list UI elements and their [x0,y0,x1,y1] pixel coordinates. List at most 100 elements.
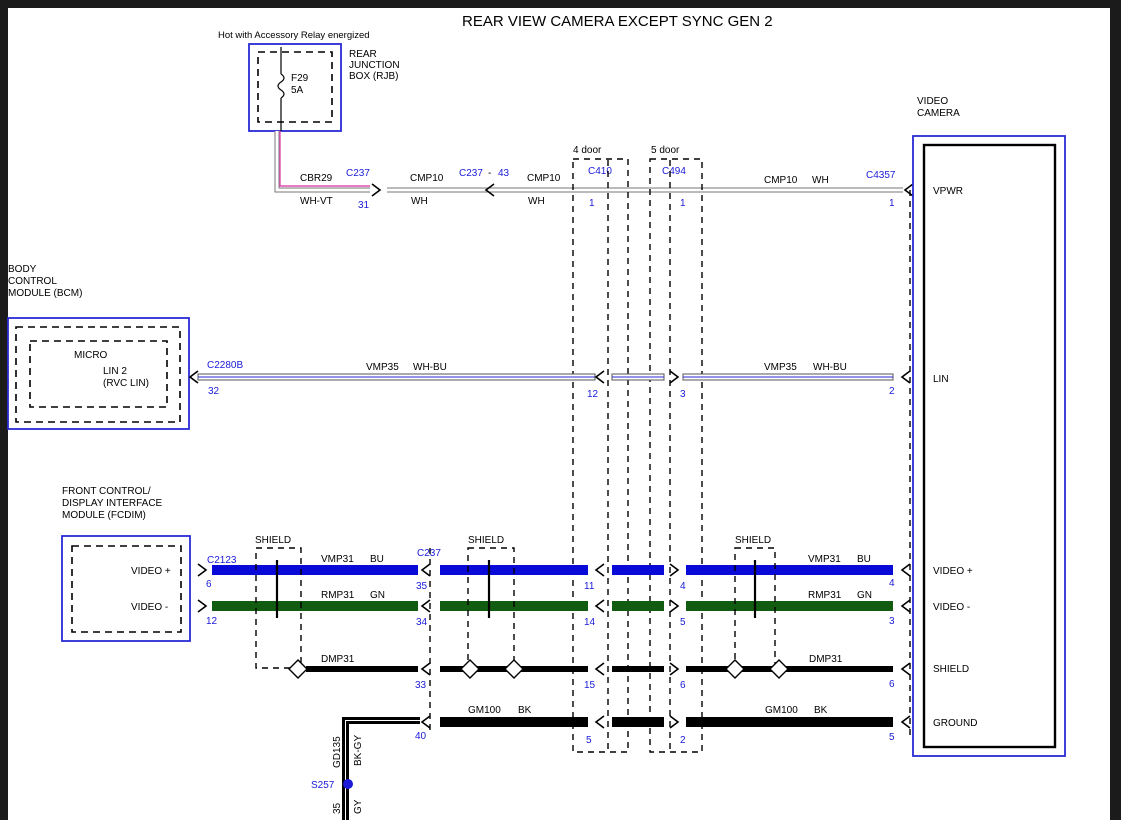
label-cmp10-b: CMP10 [527,173,561,184]
fcdim-pin-video-minus: VIDEO - [131,602,168,613]
label-4-door: 4 door [573,145,602,156]
label-cmp10-c: CMP10 [764,175,798,186]
label-bk-a: BK [518,705,532,716]
shield-label-2: SHIELD [468,535,504,546]
bcm-module [7,317,190,430]
label-pin5-door: 5 [680,617,686,628]
lin-connector-arrows [188,370,911,384]
label-pin31: 31 [358,200,370,211]
label-pin35: 35 [416,581,428,592]
label-pin12-lin: 12 [587,389,599,400]
fcdim-name-line1: FRONT CONTROL/ [62,486,151,497]
label-5-door: 5 door [651,145,680,156]
fcdim-pin-video-plus: VIDEO + [131,566,171,577]
label-dmp31-b: DMP31 [809,654,843,665]
power-wire [274,131,903,193]
rjb-name-line1: REAR [349,49,377,60]
page-sheet [8,8,1110,820]
label-pin43: 43 [498,168,510,179]
label-gm100-b: GM100 [765,705,798,716]
rjb-note: Hot with Accessory Relay energized [218,30,370,41]
camera-name-line1: VIDEO [917,96,948,107]
label-c410: C410 [588,166,612,177]
label-gn-a: GN [370,590,385,601]
label-c494: C494 [662,166,686,177]
label-pin4-cam: 4 [889,578,895,589]
shield-connector-arrows [420,662,911,676]
bcm-micro-label: MICRO [74,350,108,361]
rjb-name-line2: JUNCTION [349,60,400,71]
label-c4357: C4357 [866,170,896,181]
label-c4357-pin: 1 [889,198,895,209]
video-plus-wire [212,565,893,575]
label-bk-gy: BK-GY [353,735,364,766]
label-bk-gy-cut: GY [353,799,364,814]
label-dmp31-a: DMP31 [321,654,355,665]
label-pin5-ground-door: 5 [586,735,592,746]
bcm-pin-lin2: LIN 2 [103,366,127,377]
bcm-name-line1: BODY [8,264,37,275]
camera-module [909,135,1066,757]
label-bu-a: BU [370,554,384,565]
ground-connector-arrows [420,715,911,729]
fuse-rating: 5A [291,85,304,96]
label-c410-pin: 1 [589,198,595,209]
label-c237-43: C237 [459,168,483,179]
shield-label-3: SHIELD [735,535,771,546]
lin-wire [197,373,894,381]
door-connector-boxes [572,158,703,753]
label-pin6-fcdim: 6 [206,579,212,590]
label-whbu-a: WH-BU [413,362,447,373]
label-pin33: 33 [415,680,427,691]
label-vmp31-a: VMP31 [321,554,354,565]
label-whbu-b: WH-BU [813,362,847,373]
label-c2280b: C2280B [207,360,243,371]
bcm-name-line3: MODULE (BCM) [8,288,82,299]
label-wh-b: WH [528,196,545,207]
label-pin2-ground-door: 2 [680,735,686,746]
label-pin32: 32 [208,386,220,397]
label-bk-b: BK [814,705,828,716]
label-wh-vt: WH-VT [300,196,333,207]
shield-drain-diamonds [288,659,789,679]
ground-wire-core [345,720,420,820]
label-pin14: 14 [584,617,596,628]
video-connector-arrows [197,563,911,613]
label-pin2-lin: 2 [889,386,895,397]
bcm-name-line2: CONTROL [8,276,57,287]
label-vmp35-a: VMP35 [366,362,399,373]
label-wh-c: WH [812,175,829,186]
label-c494-pin: 1 [680,198,686,209]
camera-name-line2: CAMERA [917,108,960,119]
fuse-symbol [277,47,285,131]
label-pin6-shield-door: 6 [680,680,686,691]
camera-pin-ground: GROUND [933,718,977,729]
label-pin4-door: 4 [680,581,686,592]
camera-pin-shield: SHIELD [933,664,969,675]
label-pin6-cam: 6 [889,679,895,690]
label-pin5-cam: 5 [889,732,895,743]
label-vmp35-b: VMP35 [764,362,797,373]
camera-pin-lin: LIN [933,374,949,385]
fuse-id: F29 [291,73,309,84]
label-gn-b: GN [857,590,872,601]
label-cbr29: CBR29 [300,173,333,184]
label-pin3-cam: 3 [889,616,895,627]
camera-pin-vpwr: VPWR [933,186,963,197]
camera-pin-video-plus: VIDEO + [933,566,973,577]
fcdim-name-line2: DISPLAY INTERFACE [62,498,163,509]
label-pin40: 40 [415,731,427,742]
label-pin11: 11 [584,581,595,592]
label-s257: S257 [311,780,335,791]
label-c237-video: C237 [417,548,441,559]
label-dash: - [488,168,491,179]
label-rmp31-a: RMP31 [321,590,355,601]
label-gd135: GD135 [332,736,343,768]
camera-pin-video-minus: VIDEO - [933,602,970,613]
label-pin12-fcdim: 12 [206,616,218,627]
label-bu-b: BU [857,554,871,565]
fcdim-name-line3: MODULE (FCDIM) [62,510,146,521]
label-cmp10-a: CMP10 [410,173,444,184]
label-rmp31-b: RMP31 [808,590,842,601]
